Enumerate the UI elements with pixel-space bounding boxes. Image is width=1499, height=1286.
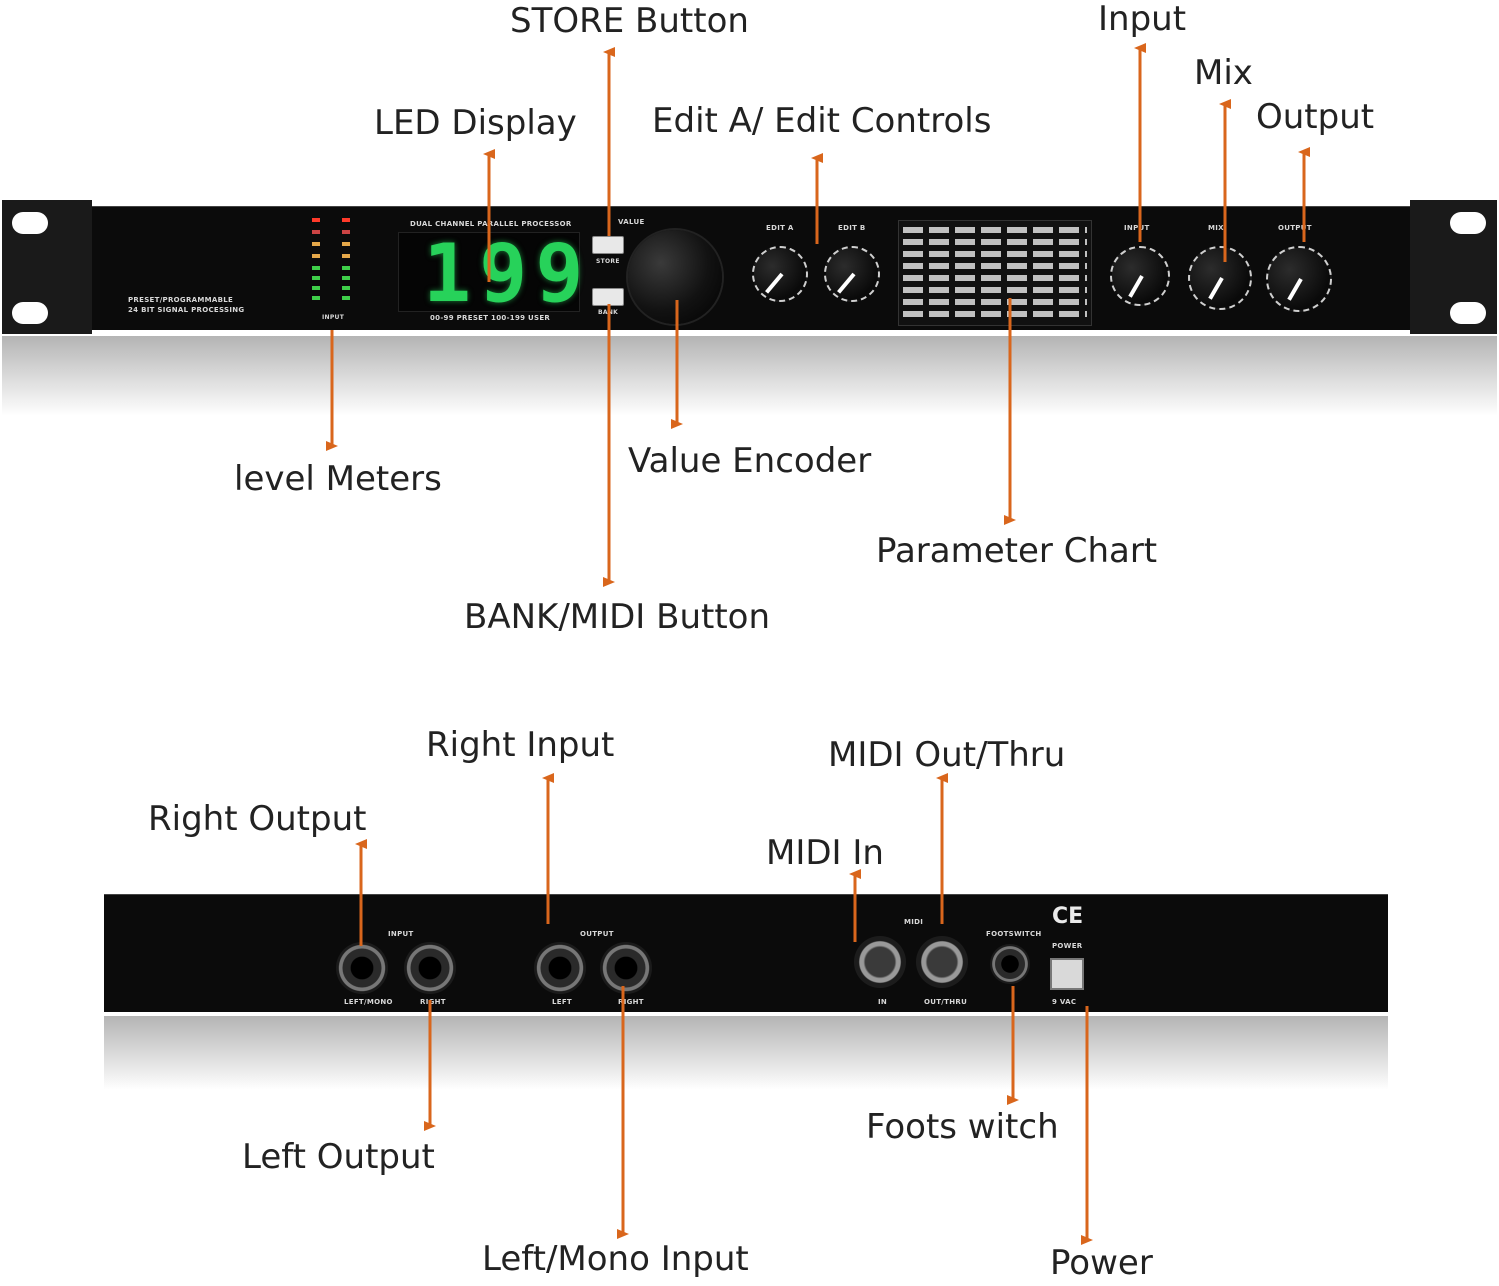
meter-segment — [342, 266, 350, 270]
footswitch-label: FOOTSWITCH — [986, 930, 1042, 938]
callout-left-output: Left Output — [242, 1137, 435, 1177]
meter-clip-led — [342, 218, 350, 222]
midi-in-port[interactable] — [854, 936, 906, 988]
midi-in-label: IN — [878, 998, 888, 1006]
callout-midi-out-thru: MIDI Out/Thru — [828, 735, 1066, 775]
parameter-chart-row — [903, 299, 1087, 305]
left-mono-input-jack[interactable] — [336, 942, 388, 994]
meter-segment — [312, 286, 320, 290]
callout-edit-controls: Edit A/ Edit Controls — [652, 101, 992, 141]
meter-segment — [342, 254, 350, 258]
parameter-chart — [898, 220, 1092, 326]
power-label: POWER — [1052, 942, 1083, 950]
panel-title: DUAL CHANNEL PARALLEL PROCESSOR — [410, 220, 572, 228]
parameter-chart-row — [903, 227, 1087, 233]
callout-bank-midi-button: BANK/MIDI Button — [464, 597, 771, 637]
left-out-label: LEFT — [552, 998, 572, 1006]
store-label: STORE — [596, 258, 620, 265]
brand-line-2: 24 BIT SIGNAL PROCESSING — [128, 306, 245, 314]
callout-midi-in: MIDI In — [766, 833, 884, 873]
rear-midi-group-label: MIDI — [904, 918, 924, 926]
power-jack[interactable] — [1050, 958, 1084, 990]
parameter-chart-row — [903, 311, 1087, 317]
right-out-label: RIGHT — [618, 998, 644, 1006]
parameter-chart-row — [903, 239, 1087, 245]
callout-store-button: STORE Button — [510, 1, 749, 41]
callout-level-meters: level Meters — [234, 459, 442, 499]
callout-parameter-chart: Parameter Chart — [876, 531, 1158, 571]
input-knob[interactable] — [1110, 246, 1170, 306]
callout-power: Power — [1050, 1243, 1153, 1283]
meter-segment — [342, 286, 350, 290]
callout-right-input: Right Input — [426, 725, 615, 765]
brand-line-1: PRESET/PROGRAMMABLE — [128, 296, 234, 304]
meter-segment — [342, 230, 350, 234]
ce-mark: CE — [1052, 904, 1084, 929]
callout-output: Output — [1256, 97, 1375, 137]
callout-value-encoder: Value Encoder — [628, 441, 872, 481]
meter-segment — [342, 296, 350, 300]
left-mono-label: LEFT/MONO — [344, 998, 393, 1006]
parameter-chart-row — [903, 251, 1087, 257]
footswitch-jack[interactable] — [990, 944, 1030, 984]
midi-out-thru-port[interactable] — [916, 936, 968, 988]
rear-panel-reflection — [104, 1016, 1388, 1090]
edit-a-label: EDIT A — [766, 224, 794, 232]
meter-segment — [312, 266, 320, 270]
meter-clip-led — [312, 218, 320, 222]
left-output-jack[interactable] — [534, 942, 586, 994]
callout-input: Input — [1098, 0, 1187, 39]
rear-panel — [104, 894, 1388, 1012]
meter-segment — [312, 230, 320, 234]
meter-segment — [312, 276, 320, 280]
callout-left-mono-input: Left/Mono Input — [482, 1239, 749, 1279]
voltage-label: 9 VAC — [1052, 998, 1077, 1006]
right-in-label: RIGHT — [420, 998, 446, 1006]
meter-segment — [312, 254, 320, 258]
front-panel-reflection — [2, 336, 1497, 416]
midi-out-label: OUT/THRU — [924, 998, 968, 1006]
led-caption: 00-99 PRESET 100-199 USER — [430, 314, 551, 322]
meter-segment — [312, 296, 320, 300]
right-output-jack[interactable] — [600, 942, 652, 994]
edit-b-knob[interactable] — [824, 246, 880, 302]
value-encoder[interactable] — [628, 230, 722, 324]
input-knob-label: INPUT — [1124, 224, 1150, 232]
output-knob-label: OUTPUT — [1278, 224, 1312, 232]
parameter-chart-row — [903, 275, 1087, 281]
parameter-chart-row — [903, 287, 1087, 293]
parameter-chart-row — [903, 263, 1087, 269]
store-button[interactable] — [592, 236, 624, 254]
callout-mix: Mix — [1194, 53, 1253, 93]
rear-input-group-label: INPUT — [388, 930, 414, 938]
rack-hole — [1450, 302, 1486, 324]
meter-segment — [342, 276, 350, 280]
meter-segment — [342, 242, 350, 246]
mix-knob-label: MIX — [1208, 224, 1224, 232]
mix-knob[interactable] — [1188, 246, 1252, 310]
led-digits: 199 — [423, 227, 592, 320]
rear-output-group-label: OUTPUT — [580, 930, 614, 938]
output-knob[interactable] — [1266, 246, 1332, 312]
callout-right-output: Right Output — [148, 799, 367, 839]
meter-label: INPUT — [322, 314, 345, 321]
value-label: VALUE — [618, 218, 645, 226]
meter-segment — [312, 242, 320, 246]
rack-hole — [12, 212, 48, 234]
rack-hole — [12, 302, 48, 324]
edit-b-label: EDIT B — [838, 224, 866, 232]
right-input-jack[interactable] — [404, 942, 456, 994]
edit-a-knob[interactable] — [752, 246, 808, 302]
rack-hole — [1450, 212, 1486, 234]
callout-led-display: LED Display — [374, 103, 577, 143]
level-meters: INPUT — [308, 214, 358, 324]
callout-foots-witch: Foots witch — [866, 1107, 1059, 1147]
